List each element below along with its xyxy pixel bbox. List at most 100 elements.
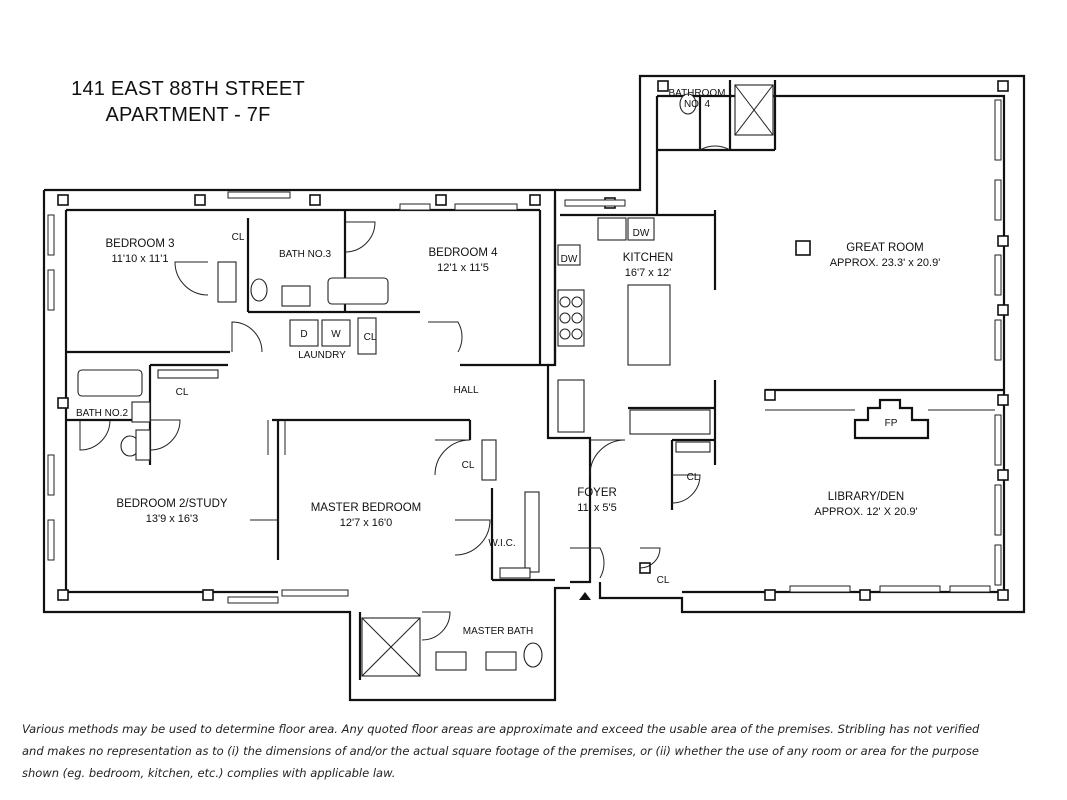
bathtub bbox=[327, 277, 389, 305]
bathtub bbox=[77, 369, 143, 397]
kitchen-dims: 16'7 x 12' bbox=[625, 267, 671, 279]
master-bedroom-label: MASTER BEDROOM bbox=[311, 502, 422, 514]
apartment-number: APARTMENT - 7F bbox=[105, 104, 271, 126]
bedroom2-dims: 13'9 x 16'3 bbox=[146, 513, 199, 525]
dishwasher-label: DW bbox=[633, 228, 650, 239]
door-swing bbox=[434, 439, 471, 476]
dishwasher bbox=[557, 244, 581, 266]
closet-shelf bbox=[524, 491, 540, 573]
kitchen-island bbox=[627, 284, 671, 366]
column bbox=[795, 240, 811, 256]
foyer-label: FOYER bbox=[577, 487, 617, 499]
column bbox=[657, 80, 669, 92]
windows bbox=[47, 99, 1002, 604]
hall-label: HALL bbox=[453, 385, 478, 396]
sink bbox=[435, 651, 467, 671]
disclaimer-line: Various methods may be used to determine… bbox=[22, 722, 980, 736]
master-bath-label: MASTER BATH bbox=[463, 626, 533, 637]
door-swing bbox=[428, 321, 463, 353]
fixtures bbox=[77, 84, 995, 677]
refrigerator bbox=[557, 379, 585, 433]
sink bbox=[281, 285, 311, 307]
column bbox=[529, 194, 541, 206]
closet-label: CL bbox=[462, 460, 475, 471]
master-bedroom-dims: 12'7 x 16'0 bbox=[340, 517, 393, 529]
fireplace-label: FP bbox=[885, 418, 898, 429]
bath2-label: BATH NO.2 bbox=[76, 408, 128, 419]
washer-label: W bbox=[331, 329, 341, 340]
column bbox=[764, 589, 776, 601]
column bbox=[435, 194, 447, 206]
great-room-label: GREAT ROOM bbox=[846, 242, 924, 254]
column bbox=[57, 194, 69, 206]
door-swing bbox=[639, 547, 661, 569]
washer bbox=[321, 319, 351, 347]
range bbox=[557, 289, 585, 347]
great-room-dims: APPROX. 23.3' x 20.9' bbox=[830, 257, 941, 269]
column bbox=[997, 80, 1009, 92]
door-swing bbox=[454, 519, 491, 556]
door-swing bbox=[344, 221, 376, 253]
door-swing bbox=[671, 474, 701, 504]
toilet bbox=[250, 278, 268, 302]
toilet bbox=[523, 642, 543, 668]
column bbox=[194, 194, 206, 206]
structural-columns bbox=[57, 80, 1009, 601]
laundry-closet bbox=[357, 317, 377, 355]
closet-label: CL bbox=[176, 387, 189, 398]
kitchen-sink bbox=[597, 217, 627, 241]
closet-shelf bbox=[157, 369, 219, 379]
column bbox=[764, 389, 776, 401]
dishwasher bbox=[627, 217, 655, 241]
bedroom2-label: BEDROOM 2/STUDY bbox=[116, 498, 228, 510]
closet-shelf bbox=[675, 441, 711, 453]
fireplace bbox=[853, 398, 930, 440]
column bbox=[202, 589, 214, 601]
column bbox=[57, 589, 69, 601]
foyer-dims: 11' x 5'5 bbox=[577, 502, 616, 514]
counter bbox=[629, 409, 711, 435]
column bbox=[309, 194, 321, 206]
room-labels: BEDROOM 3 11'10 x 11'1 CL BATH NO.3 BEDR… bbox=[76, 88, 940, 637]
column bbox=[997, 235, 1009, 247]
bathroom4-label: BATHROOM bbox=[668, 88, 725, 99]
bath3-label: BATH NO.3 bbox=[279, 249, 331, 260]
door-swing bbox=[421, 611, 451, 641]
door-swing bbox=[149, 419, 181, 451]
disclaimer-line: shown (eg. bedroom, kitchen, etc.) compl… bbox=[22, 766, 396, 780]
door-swing bbox=[231, 321, 263, 353]
sink bbox=[131, 401, 151, 423]
closet-label: CL bbox=[657, 575, 670, 586]
column bbox=[859, 589, 871, 601]
vanity bbox=[217, 261, 237, 303]
library-label: LIBRARY/DEN bbox=[828, 491, 904, 503]
sink bbox=[485, 651, 517, 671]
wic-label: W.I.C. bbox=[488, 538, 515, 549]
kitchen-label: KITCHEN bbox=[623, 252, 673, 264]
bathroom4-number: NO. 4 bbox=[684, 99, 711, 110]
bedroom4-dims: 12'1 x 11'5 bbox=[437, 262, 489, 274]
dryer-label: D bbox=[300, 329, 307, 340]
door-swing bbox=[699, 120, 731, 151]
closet-label: CL bbox=[364, 332, 377, 343]
column bbox=[997, 469, 1009, 481]
toilet bbox=[679, 93, 697, 115]
entry-arrow-icon bbox=[579, 592, 591, 600]
door-swing bbox=[570, 547, 605, 579]
dishwasher-label: DW bbox=[561, 254, 578, 265]
library-dims: APPROX. 12' X 20.9' bbox=[814, 506, 917, 518]
closet-shelf bbox=[135, 429, 151, 461]
door-swing bbox=[174, 261, 209, 296]
closet-label: CL bbox=[232, 232, 245, 243]
laundry-label: LAUNDRY bbox=[298, 350, 346, 361]
column bbox=[997, 589, 1009, 601]
door-swing bbox=[79, 419, 111, 451]
column bbox=[997, 394, 1009, 406]
disclaimer: Various methods may be used to determine… bbox=[22, 718, 1052, 784]
closet-shelf bbox=[499, 567, 531, 579]
closet-shelf bbox=[481, 439, 497, 481]
closet-label: CL bbox=[687, 472, 700, 483]
floor-plan: BEDROOM 3 11'10 x 11'1 CL BATH NO.3 BEDR… bbox=[42, 74, 1026, 702]
bedroom3-label: BEDROOM 3 bbox=[105, 238, 174, 250]
building-address: 141 EAST 88TH STREET bbox=[71, 78, 305, 100]
